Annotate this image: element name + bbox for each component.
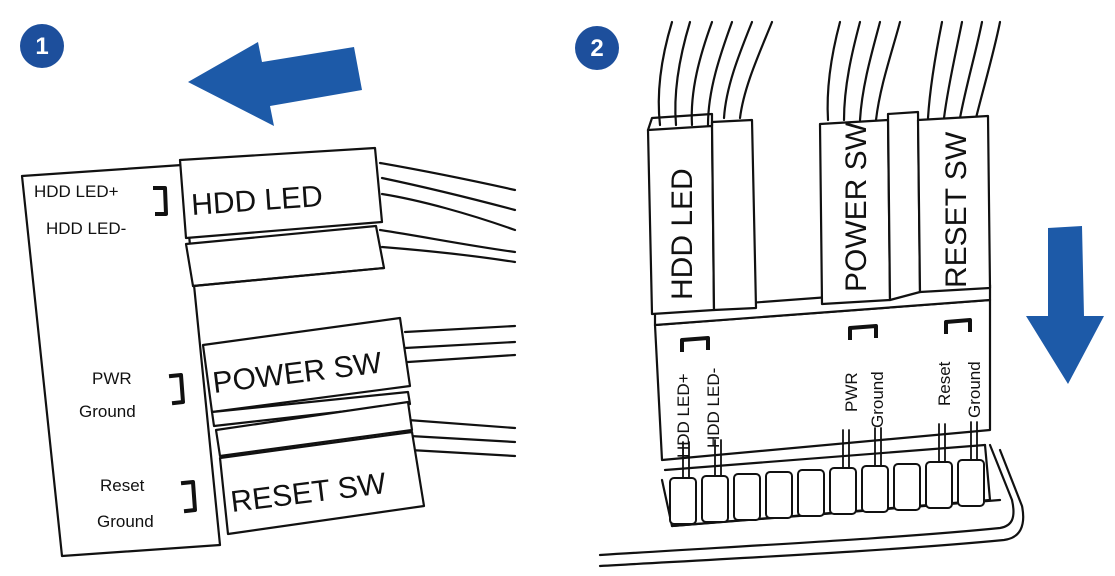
down-arrow-icon — [1026, 226, 1104, 384]
panel2-pwr-ground-label: Ground — [868, 371, 887, 428]
reset-label: Reset — [100, 476, 145, 495]
switch-wires — [403, 324, 517, 458]
pwr-label: PWR — [92, 369, 132, 388]
pin-brackets — [153, 186, 197, 514]
step-1-badge — [20, 24, 64, 68]
panel2-hdd-led-connector — [646, 112, 758, 316]
panel2-reset-label: Reset — [935, 361, 954, 406]
panel2-reset-ground-label: Ground — [965, 361, 984, 418]
hdd-led-plus-label: HDD LED+ — [34, 182, 119, 201]
step-1-number: 1 — [35, 33, 48, 60]
panel2-hdd-led-label: HDD LED — [666, 168, 699, 300]
panel2-wires — [657, 20, 1002, 127]
pin-legs — [682, 421, 978, 479]
panel2-pwr-label: PWR — [842, 372, 861, 412]
panel2-power-sw-label: POWER SW — [840, 121, 873, 292]
pin-header-board — [20, 163, 222, 558]
reset-sw-connector — [214, 400, 426, 536]
motherboard-edge — [598, 443, 1025, 568]
hdd-led-minus-label: HDD LED- — [46, 219, 126, 238]
hdd-led-connector — [178, 146, 386, 288]
panel2-hdd-led-plus-label: HDD LED+ — [674, 373, 693, 458]
step-2-number: 2 — [590, 35, 603, 62]
step-2-badge — [575, 26, 619, 70]
hdd-led-wires — [378, 161, 517, 264]
panel2-power-sw-connector — [818, 110, 922, 306]
panel2-reset-sw-label: RESET SW — [940, 131, 973, 288]
panel2-hdd-led-minus-label: HDD LED- — [704, 368, 723, 448]
left-arrow-icon — [188, 42, 362, 126]
pwr-ground-label: Ground — [79, 402, 136, 421]
reset-ground-label: Ground — [97, 512, 154, 531]
pin-sockets — [669, 459, 985, 525]
panel2-pin-brackets — [680, 318, 972, 352]
power-sw-connector — [201, 316, 412, 428]
panel2-reset-sw-connector — [916, 114, 992, 294]
